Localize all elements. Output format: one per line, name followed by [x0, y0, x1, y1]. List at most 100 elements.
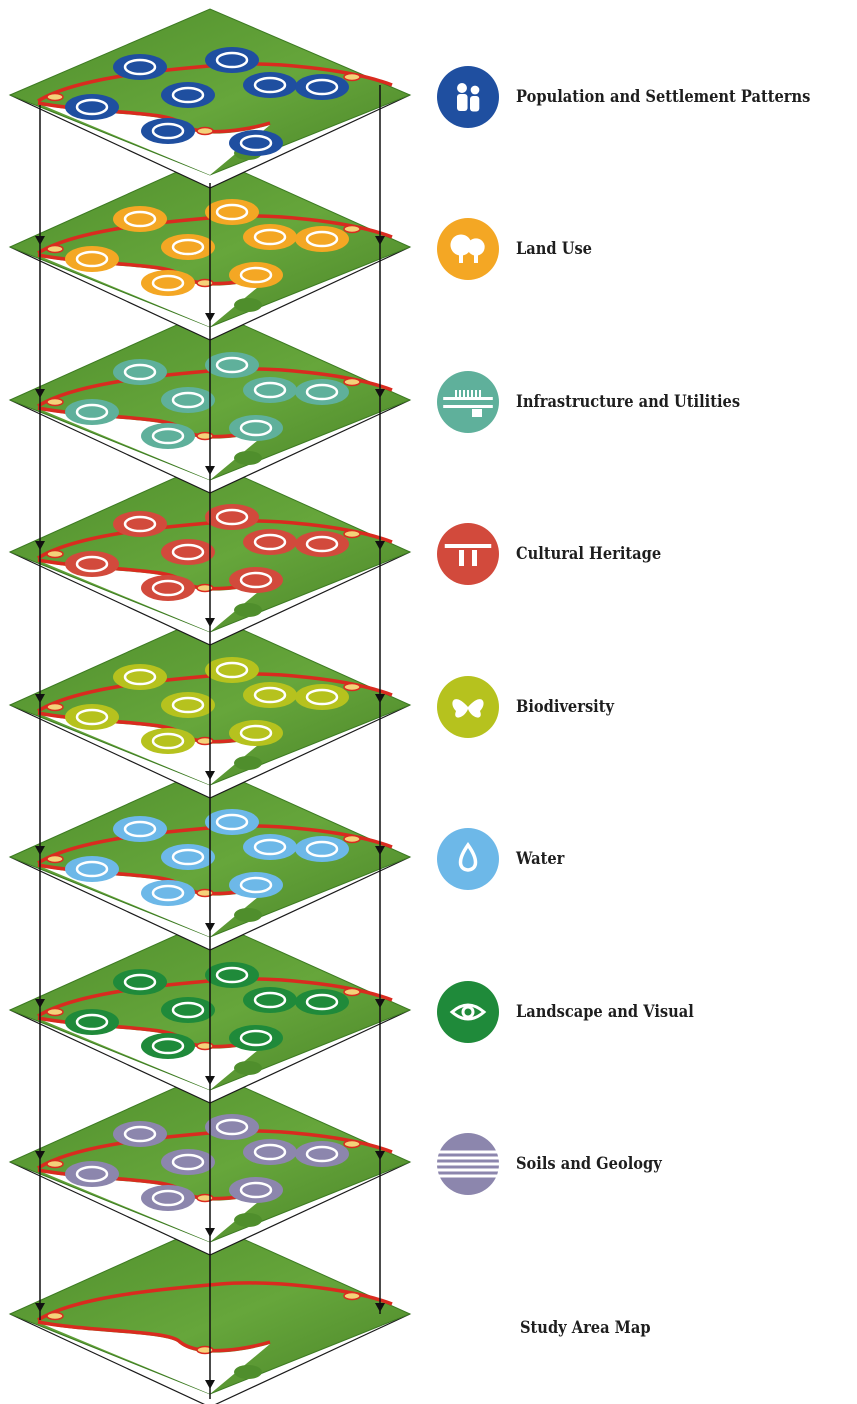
map-symbol	[243, 224, 297, 250]
map-symbol	[205, 1114, 259, 1140]
map-symbol	[113, 969, 167, 995]
eye-icon	[437, 981, 499, 1043]
map-symbol	[141, 1033, 195, 1059]
map-symbol	[243, 682, 297, 708]
map-symbol	[141, 880, 195, 906]
map-symbol	[295, 684, 349, 710]
arrow-head	[205, 313, 215, 322]
map-symbol	[229, 872, 283, 898]
map-symbol	[161, 539, 215, 565]
settlement-marker	[343, 72, 361, 82]
vegetation-patch	[234, 298, 262, 312]
arrow-head	[375, 1151, 385, 1160]
base-map-label: Study Area Map	[520, 1318, 651, 1338]
settlement-marker	[196, 431, 214, 441]
settlement-marker	[46, 244, 64, 254]
map-symbol	[295, 1141, 349, 1167]
map-symbol	[229, 262, 283, 288]
map-symbol	[65, 1161, 119, 1187]
settlement-marker	[46, 1159, 64, 1169]
layer-label: Cultural Heritage	[516, 544, 662, 564]
map-symbol	[295, 989, 349, 1015]
map-symbol	[113, 54, 167, 80]
settlement-marker	[46, 549, 64, 559]
vegetation-patch	[234, 603, 262, 617]
map-symbol	[65, 856, 119, 882]
vegetation-patch	[234, 908, 262, 922]
layer-label: Infrastructure and Utilities	[516, 392, 741, 412]
bridge-truck-icon	[437, 371, 499, 433]
map-symbol	[113, 359, 167, 385]
arrow-head	[205, 923, 215, 932]
arrow-head	[375, 999, 385, 1008]
map-symbol	[243, 529, 297, 555]
settlement-marker	[343, 987, 361, 997]
map-symbol	[113, 664, 167, 690]
map-symbol	[295, 836, 349, 862]
map-symbol	[295, 531, 349, 557]
vegetation-patch	[234, 451, 262, 465]
layer-label: Landscape and Visual	[516, 1002, 694, 1022]
map-symbol	[65, 1009, 119, 1035]
arrow-head	[35, 541, 45, 550]
people-icon	[437, 66, 499, 128]
map-symbol	[161, 1149, 215, 1175]
vegetation-patch	[234, 1213, 262, 1227]
arrow-head	[205, 1380, 215, 1389]
settlement-marker	[343, 1291, 361, 1301]
layer-label: Population and Settlement Patterns	[516, 87, 811, 107]
map-symbol	[113, 206, 167, 232]
arrow-head	[375, 846, 385, 855]
map-symbol	[205, 47, 259, 73]
map-symbol	[161, 844, 215, 870]
arrow-head	[35, 999, 45, 1008]
settlement-marker	[46, 92, 64, 102]
settlement-marker	[343, 1139, 361, 1149]
map-symbol	[243, 834, 297, 860]
map-symbol	[161, 692, 215, 718]
settlement-marker	[343, 834, 361, 844]
map-symbol	[205, 352, 259, 378]
map-symbol	[65, 399, 119, 425]
stack-arrows	[35, 85, 385, 1399]
settlement-marker	[46, 702, 64, 712]
map-symbol	[229, 130, 283, 156]
vegetation-patch	[234, 1061, 262, 1075]
arrow-head	[35, 389, 45, 398]
layer-label: Water	[516, 849, 565, 869]
map-symbol	[161, 387, 215, 413]
arrow-head	[375, 389, 385, 398]
arrow-head	[375, 1303, 385, 1312]
settlement-marker	[343, 529, 361, 539]
arrow-head	[205, 1076, 215, 1085]
map-symbol	[141, 1185, 195, 1211]
map-symbol	[65, 704, 119, 730]
settlement-marker	[343, 682, 361, 692]
map-symbol	[161, 997, 215, 1023]
arrow-head	[35, 846, 45, 855]
layer-label: Soils and Geology	[516, 1154, 662, 1174]
settlement-marker	[196, 1193, 214, 1203]
arrow-head	[375, 541, 385, 550]
settlement-marker	[196, 888, 214, 898]
settlement-marker	[46, 1311, 64, 1321]
settlement-marker	[196, 1345, 214, 1355]
map-symbol	[141, 118, 195, 144]
arrow-head	[35, 694, 45, 703]
layer-slab	[8, 8, 412, 189]
arrow-head	[375, 236, 385, 245]
arrow-head	[375, 694, 385, 703]
strata-icon	[437, 1133, 499, 1195]
map-symbol	[161, 234, 215, 260]
settlement-marker	[46, 1007, 64, 1017]
arrow-head	[35, 1303, 45, 1312]
map-symbol	[65, 246, 119, 272]
butterfly-icon	[437, 676, 499, 738]
outside-area	[42, 1324, 270, 1394]
settlement-marker	[196, 1041, 214, 1051]
arrow-head	[205, 771, 215, 780]
map-symbol	[205, 199, 259, 225]
map-symbol	[295, 74, 349, 100]
map-symbol	[205, 962, 259, 988]
map-symbol	[229, 720, 283, 746]
